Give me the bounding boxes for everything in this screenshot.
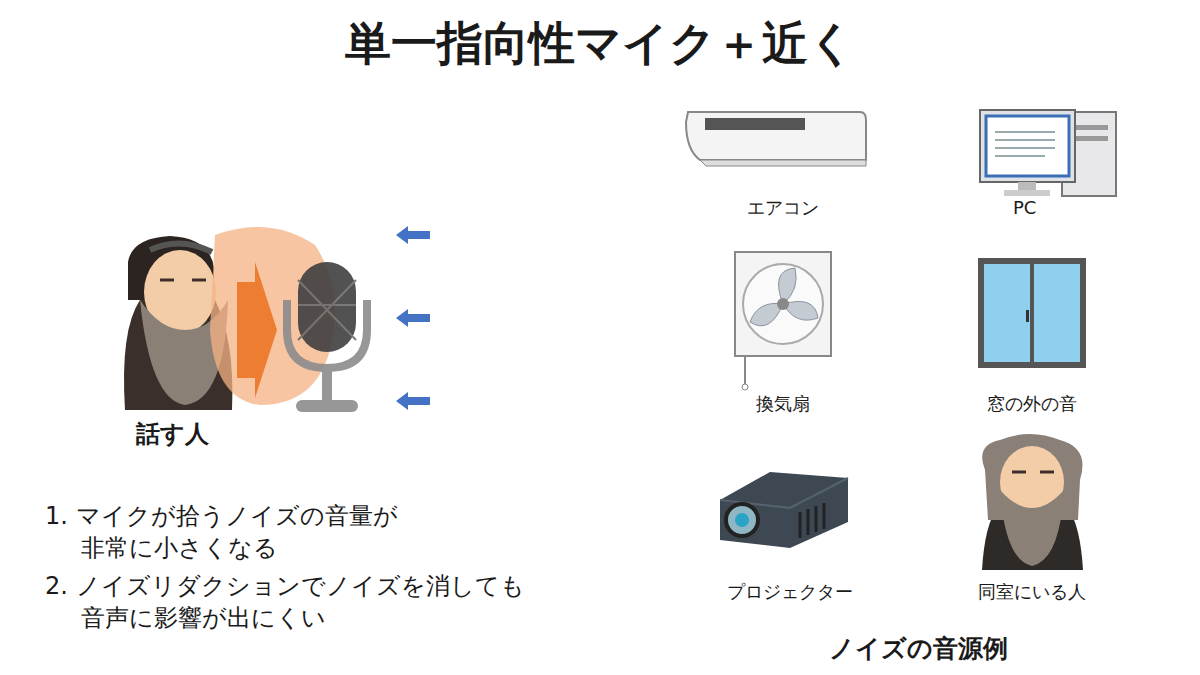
noise-source-label: 同室にいる人 xyxy=(978,580,1086,604)
diagram-title: 単一指向性マイク＋近く xyxy=(0,12,1200,74)
list-item: 2. ノイズリダクションでノイズを消しても 音声に影響が出にくい xyxy=(45,570,526,635)
noise-source-label: 窓の外の音 xyxy=(987,392,1077,416)
ventilation-fan xyxy=(735,252,831,390)
list-item: 1. マイクが拾うノイズの音量が 非常に小さくなる xyxy=(45,500,411,565)
pc xyxy=(980,110,1116,196)
group-caption: ノイズの音源例 xyxy=(829,632,1008,666)
microphone xyxy=(287,262,367,412)
noise-source-label: プロジェクター xyxy=(727,580,853,604)
noise-source-label: エアコン xyxy=(747,196,819,220)
air-conditioner xyxy=(686,112,866,166)
speaker-label: 話す人 xyxy=(136,418,209,450)
person-figure xyxy=(982,434,1083,570)
window xyxy=(978,258,1086,368)
voice-arrow xyxy=(237,262,277,398)
projector xyxy=(720,472,848,548)
noise-arrows xyxy=(396,226,430,410)
noise-source-label: PC xyxy=(1013,196,1036,220)
noise-source-label: 換気扇 xyxy=(756,392,810,416)
